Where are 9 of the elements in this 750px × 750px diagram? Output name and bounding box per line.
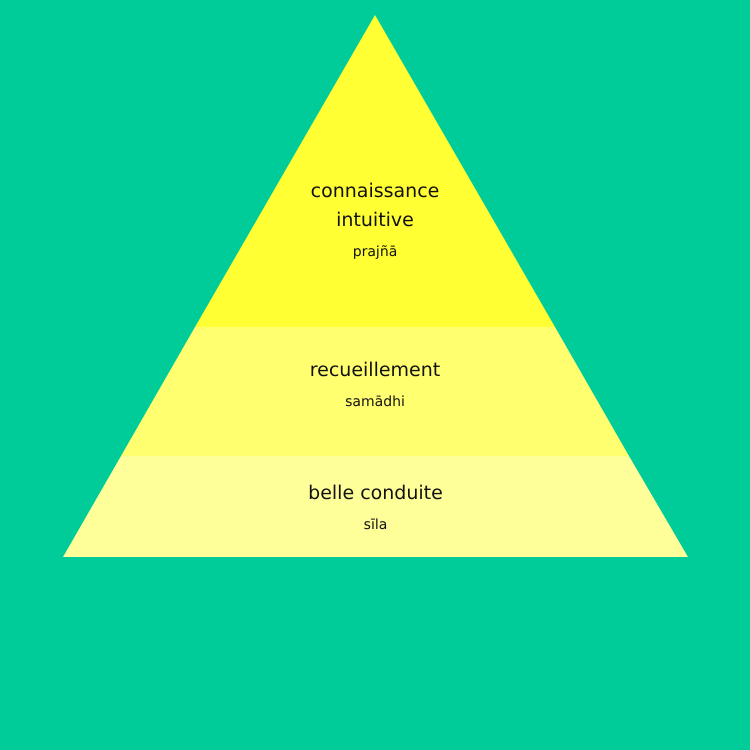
level-title: connaissance intuitive [310,179,440,233]
level-term: samādhi [345,394,405,410]
level-term: prajñā [352,244,398,260]
pyramid-level [63,456,688,557]
level-term: sīla [364,517,388,533]
level-title: recueillement [308,358,442,383]
level-title: belle conduite [307,481,444,506]
pyramid-level [121,327,629,456]
pyramid-level [195,15,555,327]
